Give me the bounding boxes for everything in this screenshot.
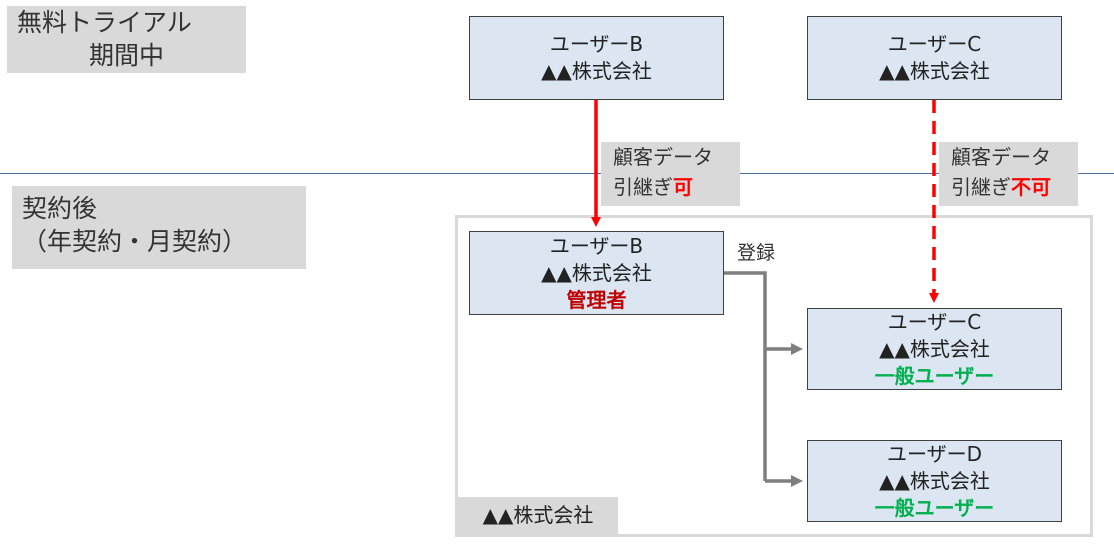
user-company: ▲▲株式会社 [879, 468, 990, 493]
register-label: 登録 [737, 242, 776, 264]
note-line2: 引継ぎ可 [613, 172, 728, 202]
user-c-general-box: ユーザーC ▲▲株式会社 一般ユーザー [807, 308, 1062, 390]
contract-period-label: 契約後 （年契約・月契約） [12, 186, 306, 269]
period-divider [0, 173, 1114, 174]
user-name: ユーザーB [549, 32, 644, 56]
user-role-admin: 管理者 [566, 287, 627, 312]
data-transfer-denied-note: 顧客データ 引継ぎ不可 [939, 142, 1078, 206]
data-transfer-allowed-note: 顧客データ 引継ぎ可 [601, 142, 740, 206]
contract-label-line1: 契約後 [22, 194, 98, 223]
note-line2-prefix: 引継ぎ [613, 175, 673, 199]
transfer-status-allowed: 可 [673, 175, 693, 199]
transfer-status-denied: 不可 [1011, 175, 1051, 199]
user-role-general: 一般ユーザー [874, 495, 995, 520]
user-c-trial-box: ユーザーC ▲▲株式会社 [807, 16, 1062, 100]
note-line1: 顧客データ [613, 145, 713, 169]
user-d-general-box: ユーザーD ▲▲株式会社 一般ユーザー [807, 440, 1062, 522]
note-line2: 引継ぎ不可 [951, 172, 1066, 202]
trial-label-line2: 期間中 [88, 41, 164, 70]
user-name: ユーザーC [887, 32, 982, 56]
user-name: ユーザーC [887, 309, 982, 334]
company-frame [455, 215, 1093, 537]
trial-period-label: 無料トライアル 期間中 [7, 6, 246, 73]
note-line1: 顧客データ [951, 145, 1051, 169]
user-b-trial-box: ユーザーB ▲▲株式会社 [469, 16, 724, 100]
user-role-general: 一般ユーザー [874, 363, 995, 388]
user-company: ▲▲株式会社 [879, 336, 990, 361]
register-connector [724, 271, 767, 481]
user-b-admin-box: ユーザーB ▲▲株式会社 管理者 [469, 231, 724, 315]
contract-label-line2: （年契約・月契約） [22, 227, 248, 256]
user-company: ▲▲株式会社 [541, 260, 652, 285]
note-line2-prefix: 引継ぎ [951, 175, 1011, 199]
user-company: ▲▲株式会社 [879, 59, 990, 83]
company-tag: ▲▲株式会社 [458, 497, 618, 534]
user-name: ユーザーB [549, 233, 644, 258]
user-company: ▲▲株式会社 [541, 59, 652, 83]
trial-label-line1: 無料トライアル [17, 8, 192, 37]
user-name: ユーザーD [886, 441, 982, 466]
